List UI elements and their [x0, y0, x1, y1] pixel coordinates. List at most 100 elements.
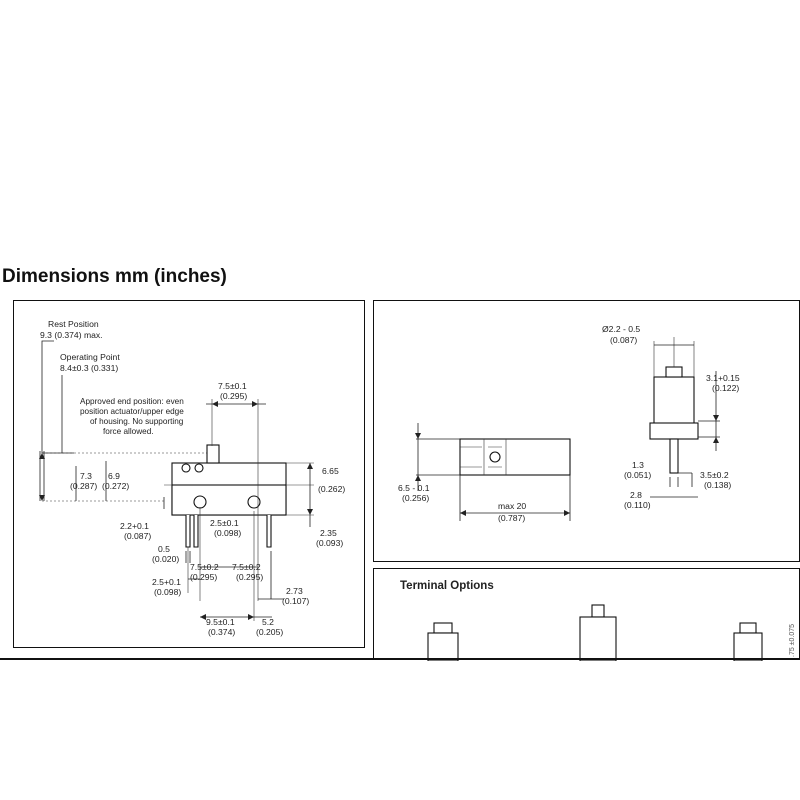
- side-view-panel: Rest Position 9.3 (0.374) max. Operating…: [13, 300, 365, 648]
- terminal-3-body: [733, 632, 763, 661]
- bottom-rule: [0, 658, 800, 660]
- dim-label-2.5: 2.5±0.1: [210, 518, 239, 528]
- arrow-f6: [713, 437, 719, 443]
- dim-label-dia: Ø2.2 - 0.5: [602, 324, 640, 334]
- dim-label-0.295-left: (0.295): [190, 572, 217, 582]
- terminal-1-tip: [433, 622, 453, 634]
- terminal-side-note: .75 ±0.075: [789, 624, 796, 657]
- terminal-1-body: [427, 632, 459, 661]
- front-view-drawing: Ø2.2 - 0.5 (0.087) 3.1+0.15 (0.122) 6.5 …: [398, 324, 740, 523]
- end-view-terminal: [669, 438, 679, 474]
- dim-label-0.205: (0.205): [256, 627, 283, 637]
- switch-base: [171, 484, 287, 516]
- side-view-drawing: Rest Position 9.3 (0.374) max. Operating…: [39, 319, 345, 637]
- dim-label-2.5-lower: 2.5+0.1: [152, 577, 181, 587]
- dim-label-0.087-f: (0.087): [610, 335, 637, 345]
- dim-label-0.295-right: (0.295): [236, 572, 263, 582]
- actuator-plunger: [206, 444, 220, 464]
- page-title: Dimensions mm (inches): [2, 266, 227, 287]
- mount-hole-2: [247, 495, 261, 509]
- dim-label-7.5-right: 7.5±0.2: [232, 562, 261, 572]
- dim-label-0.138: (0.138): [704, 480, 731, 490]
- terminal-2-body: [579, 616, 617, 661]
- dim-label-3.1: 3.1+0.15: [706, 373, 740, 383]
- front-view-panel: Ø2.2 - 0.5 (0.087) 3.1+0.15 (0.122) 6.5 …: [373, 300, 800, 562]
- terminal-2-tip: [591, 604, 605, 618]
- dim-label-0.051: (0.051): [624, 470, 651, 480]
- dim-7.3-6.9: [75, 461, 107, 501]
- arrow-1: [39, 453, 45, 459]
- terminal-options-panel: Terminal Options .75 ±0.075: [373, 568, 800, 661]
- mount-hole-1: [193, 495, 207, 509]
- arrow-f1: [415, 433, 421, 439]
- note-line-4: force allowed.: [103, 427, 154, 436]
- top-view-details: [460, 439, 507, 475]
- dim-label-0.093: (0.093): [316, 538, 343, 548]
- arrow-7: [200, 614, 206, 620]
- dim-label-0.020: (0.020): [152, 554, 179, 564]
- operating-point-label: Operating Point: [60, 352, 120, 362]
- arrow-6: [252, 401, 258, 407]
- dim-label-0.098: (0.098): [214, 528, 241, 538]
- arrow-4: [307, 509, 313, 515]
- arrow-f5: [713, 415, 719, 421]
- dim-label-2.8: 2.8: [630, 490, 642, 500]
- dim-label-0.287: (0.287): [70, 481, 97, 491]
- extension-lines: [42, 452, 212, 502]
- dim-label-0.272: (0.272): [102, 481, 129, 491]
- dim-label-5.2: 5.2: [262, 617, 274, 627]
- dim-label-6.9: 6.9: [108, 471, 120, 481]
- dim-label-2.73: 2.73: [286, 586, 303, 596]
- top-view-hole: [489, 451, 501, 463]
- dim-label-0.256: (0.256): [402, 493, 429, 503]
- dim-label-0.5: 0.5: [158, 544, 170, 554]
- dim-2.73: [258, 551, 284, 600]
- operating-point-value: 8.4±0.3 (0.331): [60, 363, 118, 373]
- arrow-3: [307, 463, 313, 469]
- arrow-2: [39, 495, 45, 501]
- dim-max20: [459, 475, 571, 521]
- dim-label-0.098-lower: (0.098): [154, 587, 181, 597]
- dim-label-3.5: 3.5±0.2: [700, 470, 729, 480]
- dim-6.5: [416, 423, 460, 491]
- end-view-base: [649, 422, 699, 440]
- dim-label-0.087: (0.087): [124, 531, 151, 541]
- rest-position-value: 9.3 (0.374) max.: [40, 330, 103, 340]
- dim-7.5-lower: [188, 566, 258, 580]
- dim-label-0.110: (0.110): [624, 500, 651, 510]
- note-line-2: position actuator/upper edge: [80, 407, 184, 416]
- dim-label-0.122: (0.122): [712, 383, 739, 393]
- dim-label-7.5-left: 7.5±0.2: [190, 562, 219, 572]
- dim-label-6.5: 6.5 - 0.1: [398, 483, 430, 493]
- end-view-plunger: [665, 366, 683, 378]
- dim-1.3: [669, 477, 679, 487]
- dim-label-0.374: (0.374): [208, 627, 235, 637]
- dim-label-max20: max 20: [498, 501, 526, 511]
- mount-hole-top-1: [181, 463, 191, 473]
- dim-label-7.5-top: 7.5±0.1: [218, 381, 247, 391]
- dim-label-0.107: (0.107): [282, 596, 309, 606]
- arrow-f3: [460, 510, 466, 516]
- mount-hole-top-2: [194, 463, 204, 473]
- dim-label-0.295-top: (0.295): [220, 391, 247, 401]
- dim-label-0.787: (0.787): [498, 513, 525, 523]
- arrow-5: [212, 401, 218, 407]
- right-extensions: [164, 462, 314, 516]
- arrow-f2: [415, 475, 421, 481]
- dim-label-9.5: 9.5±0.1: [206, 617, 235, 627]
- end-view-centre: [653, 337, 695, 377]
- dim-0.5: [185, 551, 191, 563]
- dim-3.5-2.8: [650, 472, 698, 498]
- dim-label-2.2: 2.2+0.1: [120, 521, 149, 531]
- dim-label-0.262: (0.262): [318, 484, 345, 494]
- top-view-housing: [459, 438, 571, 476]
- height-dim: [39, 451, 45, 501]
- terminal-options-title: Terminal Options: [400, 580, 494, 592]
- terminal-options-drawing: Terminal Options .75 ±0.075: [400, 580, 796, 661]
- dim-label-1.3: 1.3: [632, 460, 644, 470]
- terminal-3-tip: [739, 622, 757, 634]
- centre-lines: [187, 399, 259, 621]
- note-line-3: of housing. No supporting: [90, 417, 184, 426]
- arrow-8: [248, 614, 254, 620]
- rest-position-label: Rest Position: [48, 319, 99, 329]
